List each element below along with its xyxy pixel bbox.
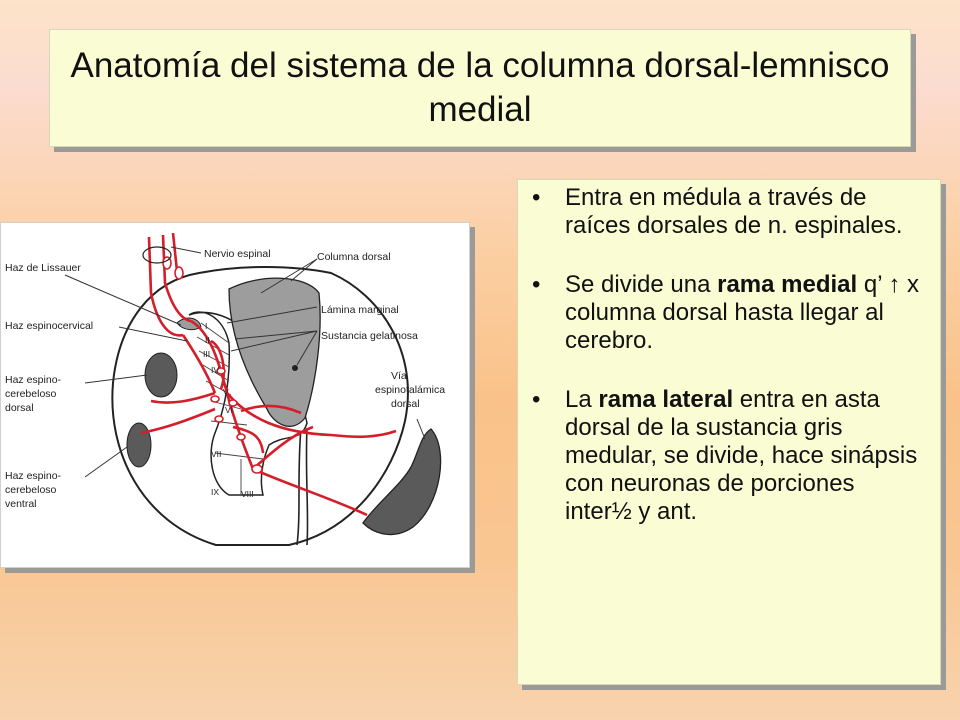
dorsal-column-shape — [228, 277, 321, 427]
dorsal-column-dot — [292, 365, 298, 371]
bullet-text: La rama lateral entra en asta dorsal de … — [565, 386, 920, 526]
spinal-nerve-root — [142, 246, 172, 264]
red-pathways — [140, 232, 397, 517]
bullet-item: • Se divide una rama medial q’ ↑ x colum… — [532, 271, 920, 355]
bullet-segment: q’ ↑ x columna dorsal hasta llegar al ce… — [565, 271, 919, 354]
label-espinocerebeloso-ventral-1: Haz espino- — [5, 470, 62, 482]
label-haz-espinocervical: Haz espinocervical — [5, 320, 93, 332]
label-haz-lissauer: Haz de Lissauer — [5, 262, 81, 274]
bullet-segment: La — [565, 386, 599, 413]
label-sustancia-gelatinosa: Sustancia gelatinosa — [321, 330, 418, 342]
label-via-espinotalamica-3: dorsal — [391, 398, 420, 410]
bullet-text: Se divide una rama medial q’ ↑ x columna… — [565, 271, 920, 355]
label-espinocerebeloso-dorsal-2: cerebeloso — [5, 388, 57, 400]
spinocerebellar-dorsal-tract — [144, 352, 178, 398]
title-box: Anatomía del sistema de la columna dorsa… — [49, 29, 911, 147]
leader-lines — [64, 246, 426, 478]
lamina-label: VI — [225, 405, 233, 415]
label-columna-dorsal: Columna dorsal — [317, 251, 391, 263]
spinothalamic-tract — [362, 428, 442, 536]
lamina-label: I — [205, 321, 207, 331]
bullet-text: Entra en médula a través de raíces dorsa… — [565, 184, 920, 240]
label-espinocerebeloso-ventral-3: ventral — [5, 498, 37, 510]
bullet-box: • Entra en médula a través de raíces dor… — [517, 179, 941, 685]
bullet-dot: • — [532, 386, 541, 413]
spinocerebellar-ventral-tract — [126, 422, 152, 468]
label-nervio-espinal: Nervio espinal — [204, 248, 271, 260]
bullet-item: • La rama lateral entra en asta dorsal d… — [532, 386, 920, 526]
bullet-dot: • — [532, 271, 541, 298]
bullet-item: • Entra en médula a través de raíces dor… — [532, 184, 920, 240]
label-lamina-marginal: Lámina marginal — [321, 304, 399, 316]
label-espinocerebeloso-ventral-2: cerebeloso — [5, 484, 57, 496]
bullet-segment: Se divide una — [565, 271, 718, 298]
label-via-espinotalamica-1: Vía — [391, 370, 407, 382]
bullet-bold-segment: rama medial — [717, 271, 858, 298]
lamina-label: II — [205, 335, 210, 345]
lamina-label: V — [223, 387, 229, 397]
label-espinocerebeloso-dorsal-1: Haz espino- — [5, 374, 62, 386]
bullet-segment: Entra en médula a través de raíces dorsa… — [565, 184, 903, 239]
spinal-cord-diagram: Nervio espinal Columna dorsal Haz de Lis… — [5, 232, 445, 546]
label-via-espinotalamica-2: espinotalámica — [375, 384, 445, 396]
red-synapse-marks — [162, 256, 263, 474]
lamina-label: IV — [211, 365, 219, 375]
lamina-label: IX — [211, 487, 219, 497]
lamina-label: VIII — [241, 489, 254, 499]
bullet-segment: entra en asta dorsal de la sustancia gri… — [565, 386, 918, 525]
bullet-bold-segment: rama lateral — [598, 386, 734, 413]
lamina-label: VII — [211, 449, 221, 459]
spinal-cord-figure: Nervio espinal Columna dorsal Haz de Lis… — [0, 222, 470, 568]
bullet-dot: • — [532, 184, 541, 211]
slide-title: Anatomía del sistema de la columna dorsa… — [70, 46, 890, 129]
label-espinocerebeloso-dorsal-3: dorsal — [5, 402, 34, 414]
lamina-label: III — [203, 349, 210, 359]
